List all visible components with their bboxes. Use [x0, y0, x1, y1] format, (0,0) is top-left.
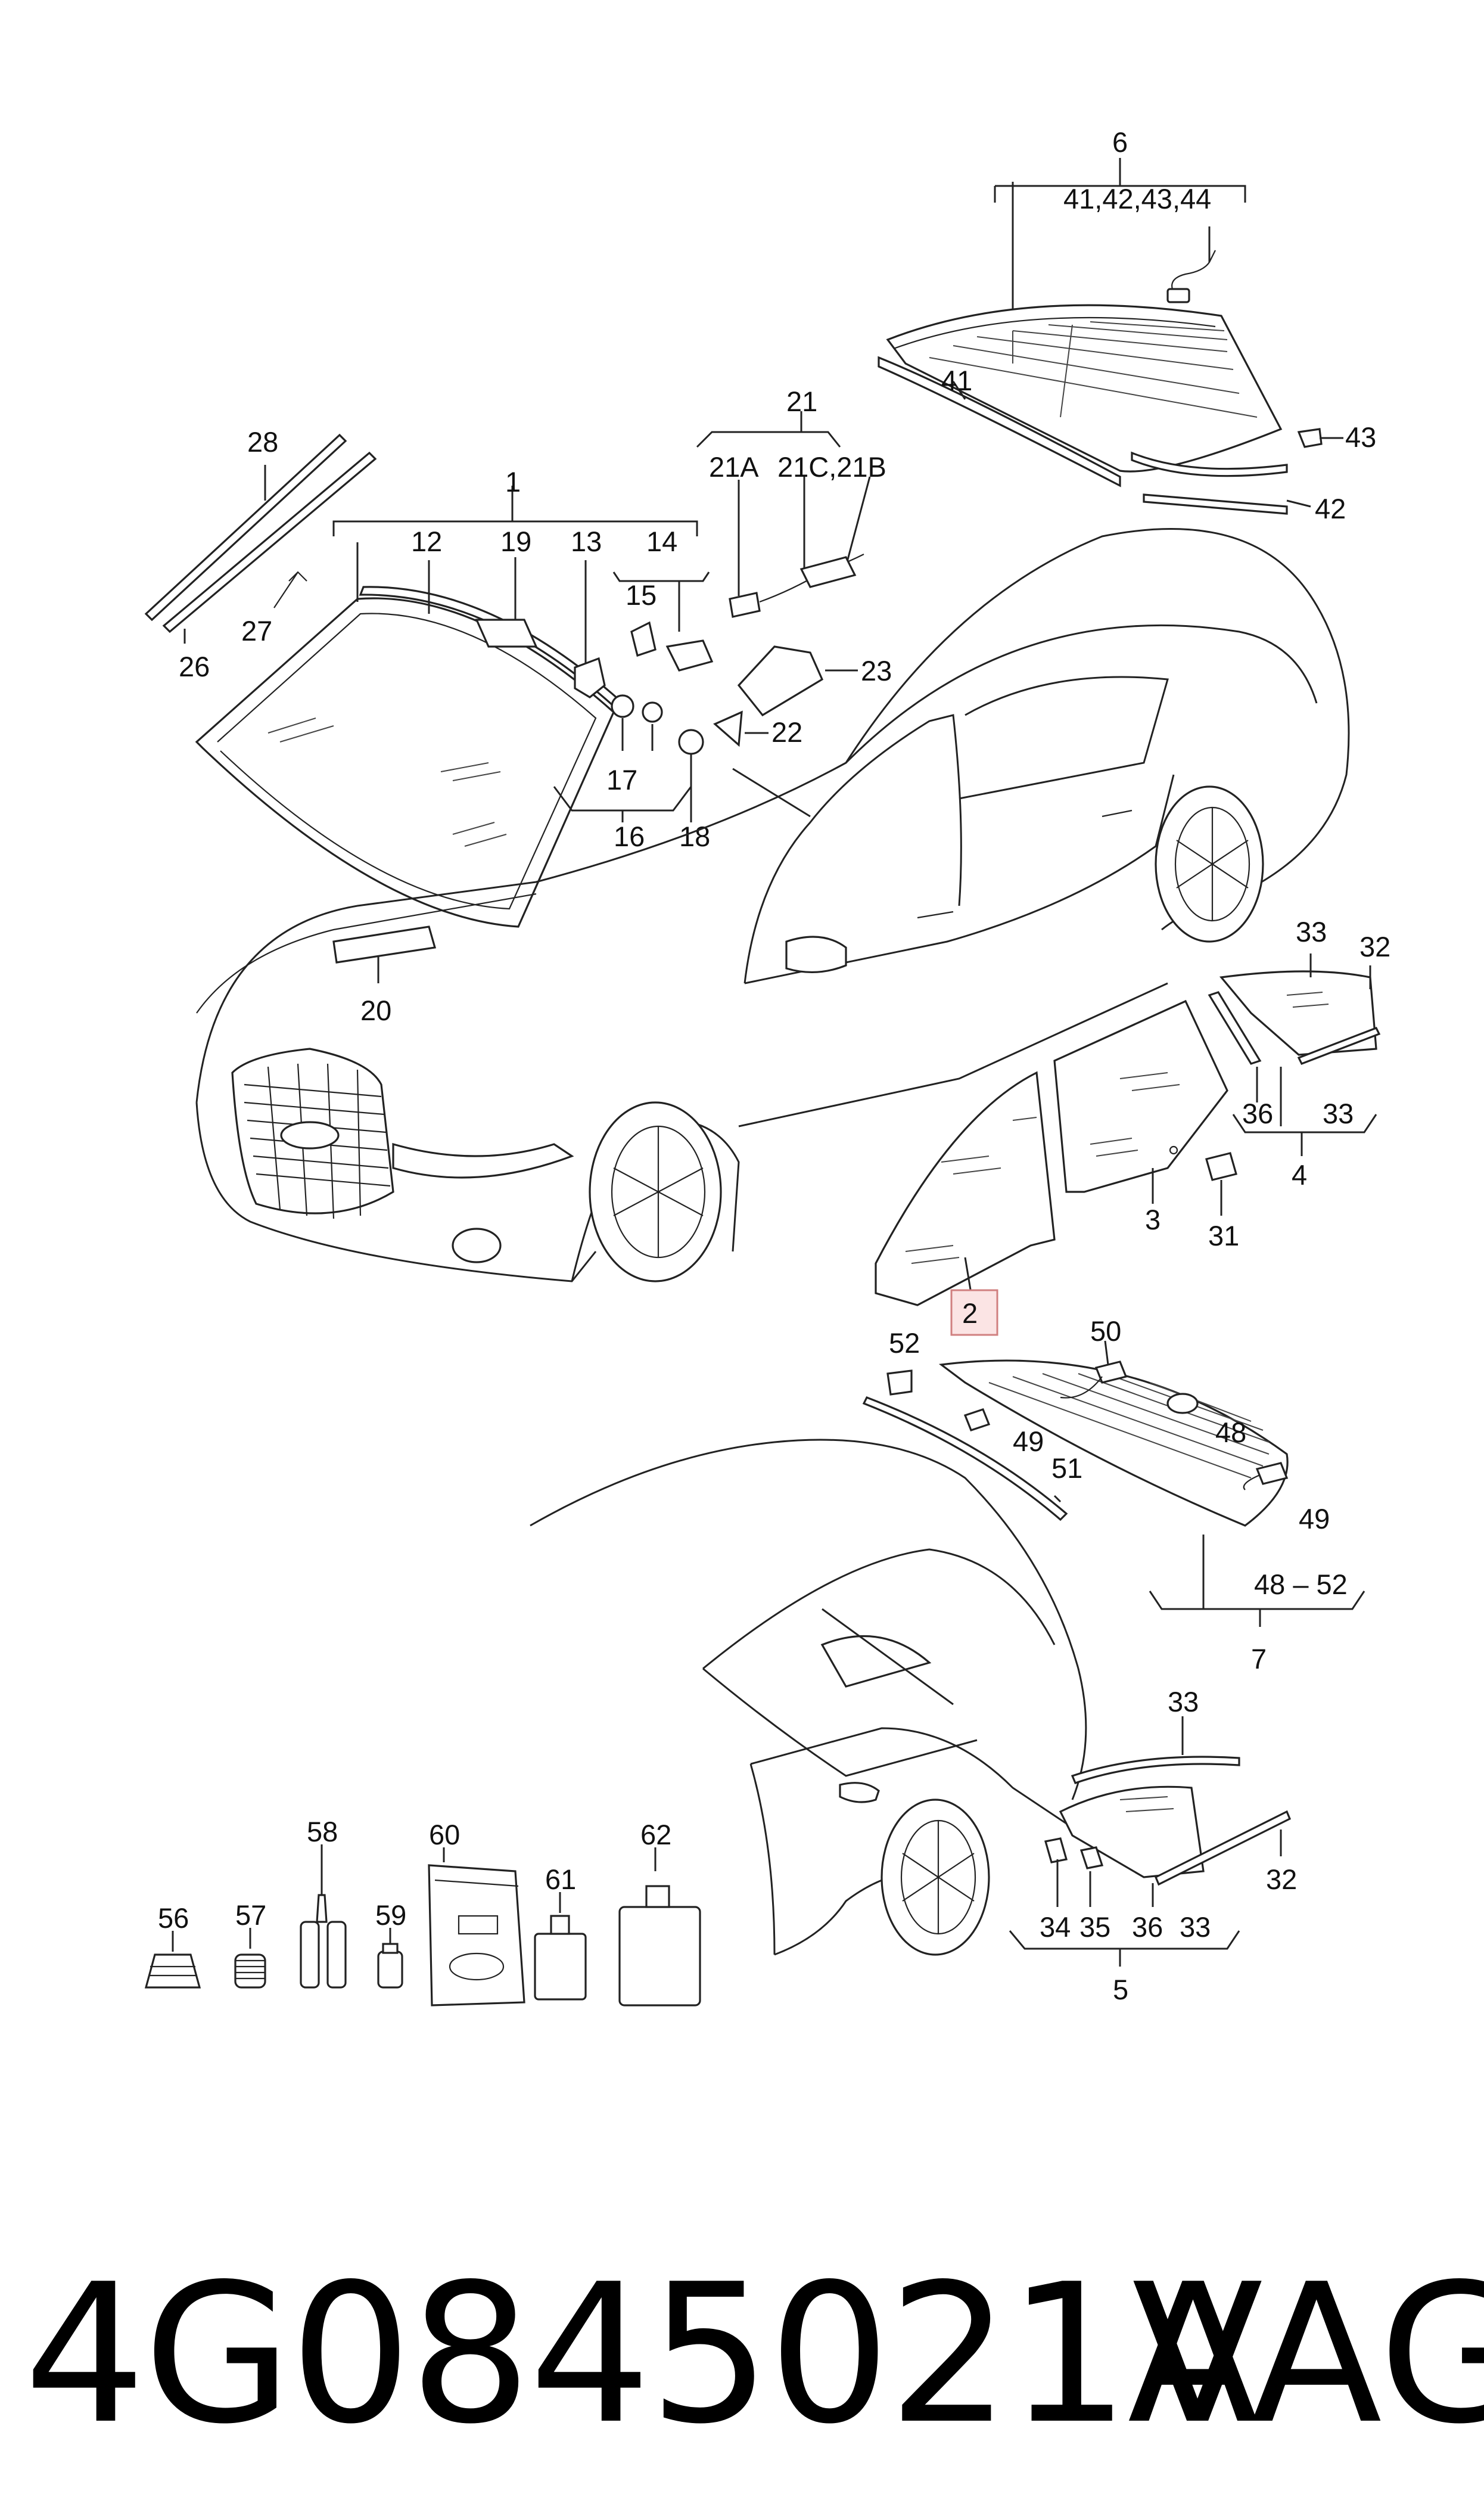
callout-62: 62 — [640, 1819, 671, 1850]
callout-12: 12 — [411, 526, 442, 557]
callout-49-right: 49 — [1299, 1503, 1330, 1535]
callout-14: 14 — [646, 526, 677, 557]
callout-16: 16 — [614, 821, 645, 852]
callout-18: 18 — [679, 821, 710, 852]
callout-50: 50 — [1090, 1315, 1121, 1347]
callout-41-44: 41,42,43,44 — [1063, 183, 1211, 215]
callout-20: 20 — [360, 995, 391, 1026]
callout-23: 23 — [861, 655, 892, 687]
callout-22: 22 — [771, 716, 802, 748]
pillar-trims — [144, 433, 377, 644]
callout-28: 28 — [247, 426, 278, 458]
windshield-assembly — [195, 586, 621, 928]
callout-33-mid: 33 — [1323, 1098, 1354, 1129]
roof-glass-assembly — [878, 250, 1323, 515]
callout-7: 7 — [1251, 1643, 1267, 1675]
callout-21c-21b: 21C,21B — [777, 451, 886, 483]
roof-leader-lines — [952, 158, 1343, 508]
windshield-leader-lines — [332, 486, 710, 667]
callout-26: 26 — [179, 651, 210, 682]
callout-35: 35 — [1079, 1911, 1110, 1943]
callout-19: 19 — [500, 526, 531, 557]
callout-57: 57 — [235, 1899, 266, 1931]
callout-41: 41 — [941, 365, 972, 396]
quarter-glass-front — [1208, 953, 1381, 1156]
consumables-row — [144, 1844, 701, 2006]
callout-33-rear-top: 33 — [1168, 1686, 1199, 1717]
callout-60: 60 — [429, 1819, 460, 1850]
callout-33-rear-bottom: 33 — [1180, 1911, 1211, 1943]
car-front-view — [195, 528, 1350, 1282]
door-glass-group — [875, 999, 1237, 1306]
callout-36-top: 36 — [1242, 1098, 1273, 1129]
callout-15: 15 — [626, 579, 657, 611]
car-rear-view — [530, 1439, 1087, 1956]
callout-52: 52 — [889, 1327, 920, 1359]
callout-59: 59 — [375, 1899, 406, 1931]
callout-49-left: 49 — [1013, 1425, 1044, 1457]
callout-21a: 21A — [709, 451, 759, 483]
callout-36-rear: 36 — [1132, 1911, 1163, 1943]
callout-58: 58 — [307, 1816, 338, 1847]
callout-48-52: 48 – 52 — [1254, 1568, 1348, 1600]
callout-31: 31 — [1208, 1220, 1239, 1251]
callout-32-top: 32 — [1359, 931, 1390, 962]
callout-33-top: 33 — [1296, 916, 1327, 948]
callout-2: 2 — [962, 1297, 978, 1329]
callout-56: 56 — [158, 1902, 189, 1934]
callout-4: 4 — [1292, 1159, 1307, 1191]
sensor-cover-group — [696, 411, 871, 747]
quarter-glass-rear — [1009, 1716, 1292, 1967]
callout-13: 13 — [571, 526, 602, 557]
callout-43: 43 — [1345, 421, 1376, 453]
hood-part-20 — [332, 925, 437, 983]
highlight-box-part-2 — [950, 1289, 998, 1336]
brand-label: VAG — [1132, 2242, 1484, 2466]
callout-1: 1 — [505, 466, 521, 498]
callout-42: 42 — [1315, 493, 1346, 524]
callout-61: 61 — [545, 1863, 576, 1895]
callout-3: 3 — [1145, 1204, 1161, 1235]
callout-17: 17 — [606, 764, 637, 796]
callout-51: 51 — [1051, 1452, 1082, 1484]
callout-21: 21 — [786, 386, 817, 417]
callout-32-rear: 32 — [1266, 1863, 1297, 1895]
callout-34: 34 — [1040, 1911, 1071, 1943]
callout-48: 48 — [1215, 1417, 1246, 1448]
part-number-label: 4G0845021A — [24, 2242, 1259, 2466]
rear-window-assembly — [862, 1340, 1365, 1627]
windshield-brackets — [553, 621, 714, 822]
callout-27: 27 — [241, 615, 272, 647]
callout-5: 5 — [1113, 1974, 1128, 2005]
callout-6: 6 — [1112, 126, 1128, 158]
